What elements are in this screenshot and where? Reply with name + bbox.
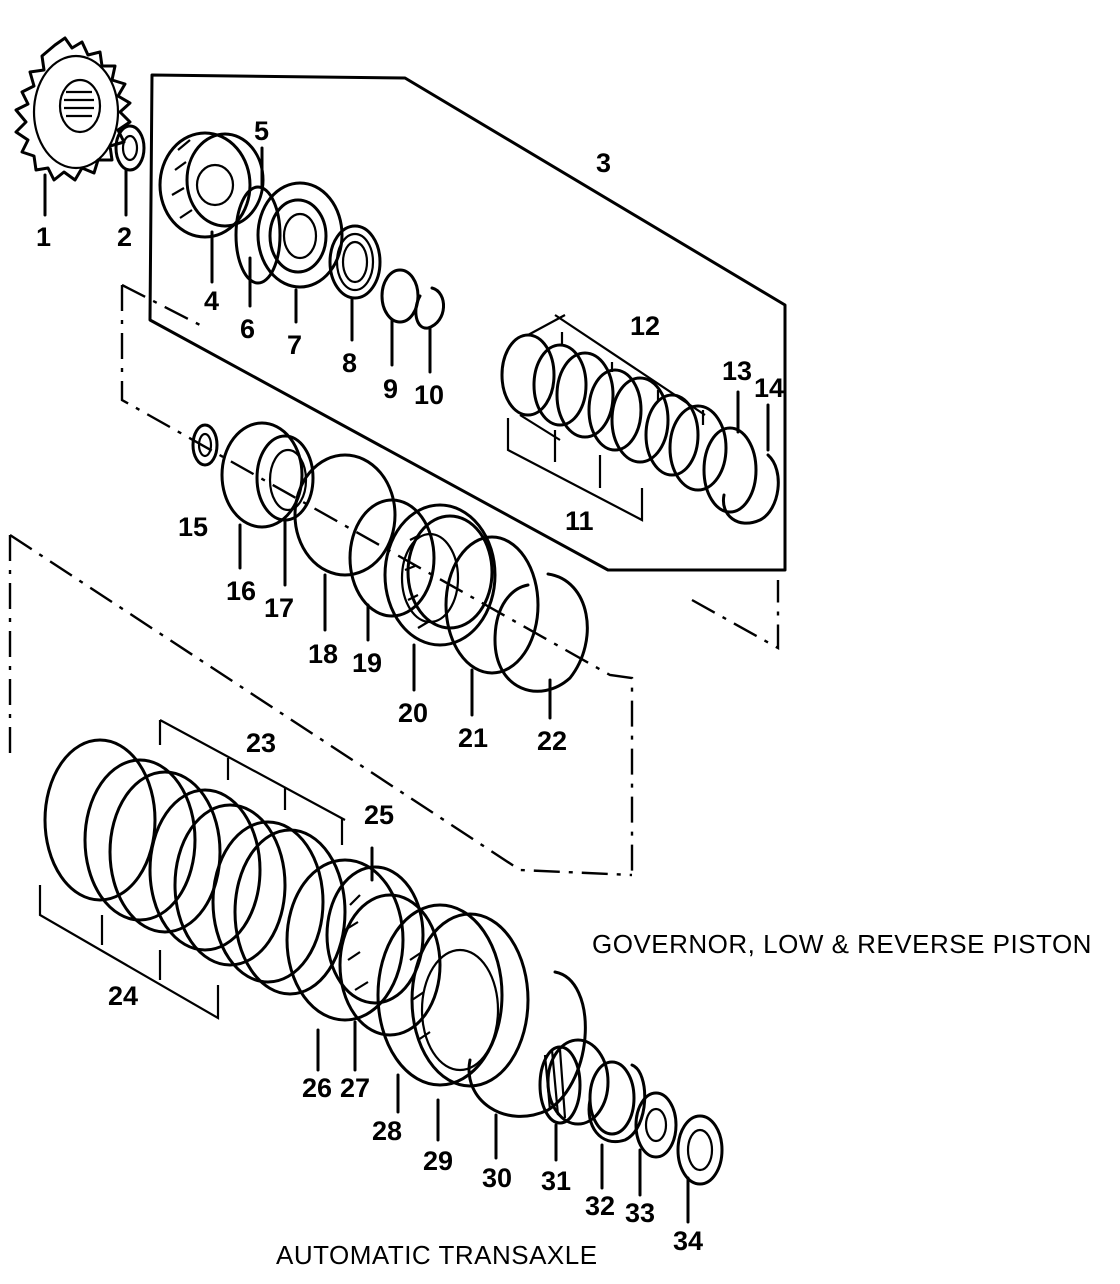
callout-24: 24 bbox=[108, 981, 138, 1011]
part-20-carrier bbox=[383, 503, 497, 692]
callout-9: 9 bbox=[383, 374, 398, 404]
part-33-washer bbox=[634, 1091, 678, 1197]
part-1-gear bbox=[14, 36, 132, 217]
callout-5: 5 bbox=[254, 116, 269, 146]
part-5-6-7-piston bbox=[234, 146, 344, 324]
callout-10: 10 bbox=[414, 380, 444, 410]
callout-20: 20 bbox=[398, 698, 428, 728]
part-13-14-rings bbox=[702, 390, 780, 525]
part-23-24-clutch-pack bbox=[38, 719, 347, 1020]
callout-29: 29 bbox=[423, 1146, 453, 1176]
part-34-thrust-bearing bbox=[676, 1114, 724, 1224]
callout-4: 4 bbox=[204, 286, 219, 316]
callout-27: 27 bbox=[340, 1073, 370, 1103]
callout-12: 12 bbox=[630, 311, 660, 341]
part-25-26-27-drum bbox=[285, 846, 442, 1072]
callout-18: 18 bbox=[308, 639, 338, 669]
callout-6: 6 bbox=[240, 314, 255, 344]
callout-31: 31 bbox=[541, 1166, 571, 1196]
callout-16: 16 bbox=[226, 576, 256, 606]
part-4-hub bbox=[158, 131, 265, 284]
callout-32: 32 bbox=[585, 1191, 615, 1221]
callout-14: 14 bbox=[754, 373, 784, 403]
group-box-3 bbox=[148, 73, 787, 572]
part-18-ring bbox=[293, 453, 397, 632]
part-11-12-clutch-pack bbox=[500, 314, 728, 522]
callout-3: 3 bbox=[596, 148, 611, 178]
diagram-subtitle: AUTOMATIC TRANSAXLE bbox=[276, 1240, 598, 1270]
callout-15: 15 bbox=[178, 512, 208, 542]
part-15-washer bbox=[191, 423, 219, 467]
callout-28: 28 bbox=[372, 1116, 402, 1146]
callout-34: 34 bbox=[673, 1226, 703, 1256]
callout-13: 13 bbox=[722, 356, 752, 386]
callout-17: 17 bbox=[264, 593, 294, 623]
part-31-gear bbox=[538, 1038, 610, 1162]
group-box-lower bbox=[8, 533, 633, 877]
part-28-29-carrier bbox=[376, 903, 530, 1142]
callout-1: 1 bbox=[36, 222, 51, 252]
callout-19: 19 bbox=[352, 648, 382, 678]
part-8-spring bbox=[328, 224, 382, 342]
callout-25: 25 bbox=[364, 800, 394, 830]
callout-22: 22 bbox=[537, 726, 567, 756]
callout-11: 11 bbox=[565, 506, 594, 536]
callout-23: 23 bbox=[246, 728, 276, 758]
callout-30: 30 bbox=[482, 1163, 512, 1193]
callout-8: 8 bbox=[342, 348, 357, 378]
diagram-title: GOVERNOR, LOW & REVERSE PISTON bbox=[592, 929, 1092, 959]
part-9-10-rings bbox=[380, 268, 445, 374]
callout-33: 33 bbox=[625, 1198, 655, 1228]
part-22-snap-ring bbox=[493, 572, 589, 720]
part-19-ring bbox=[348, 498, 436, 642]
group-box-middle bbox=[120, 283, 780, 875]
part-2-washer bbox=[114, 124, 146, 217]
callout-26: 26 bbox=[302, 1073, 332, 1103]
part-32-ring bbox=[587, 1060, 647, 1190]
callout-21: 21 bbox=[458, 723, 488, 753]
part-21-ring bbox=[444, 535, 540, 717]
part-16-17-hub bbox=[220, 421, 315, 587]
callout-7: 7 bbox=[287, 330, 302, 360]
callout-2: 2 bbox=[117, 222, 132, 252]
